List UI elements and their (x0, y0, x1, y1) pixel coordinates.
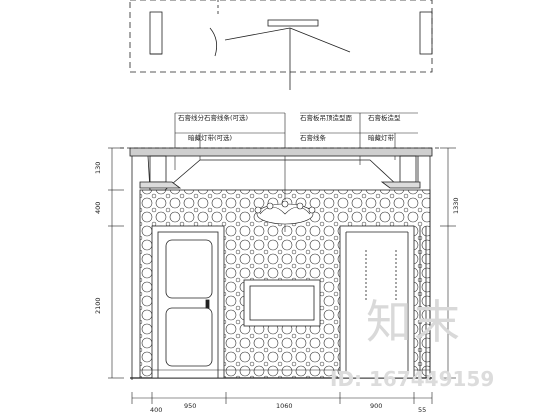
dimension-label: 900 (370, 402, 382, 410)
dimension-label: 130 (94, 162, 102, 174)
dimension-lines-right (440, 147, 456, 379)
annotation-label: 石膏板吊顶造型面 (300, 113, 353, 122)
dimension-label: 1060 (276, 402, 293, 410)
glass-cabinet (339, 225, 427, 379)
wall-frame (243, 279, 321, 327)
watermark-logo: 知末 (366, 295, 462, 349)
annotation-label: 石膏线分石膏线条(可选) (178, 113, 248, 122)
dimension-lines-left (108, 147, 124, 379)
ceiling-plan (129, 0, 433, 90)
annotation-leaders (174, 112, 418, 170)
annotation-label: 暗藏灯带 (368, 133, 395, 142)
dimension-label: 2100 (94, 297, 102, 314)
dimension-label: 55 (418, 406, 426, 414)
door (151, 225, 225, 379)
annotation-label: 暗藏灯带(可选) (188, 133, 232, 142)
dimension-label: 400 (150, 406, 162, 414)
chandelier-icon (254, 156, 316, 232)
ceiling-section (120, 147, 440, 191)
dimension-label: 400 (94, 202, 102, 214)
dimension-label: 1330 (452, 197, 460, 214)
dimension-lines-bottom (131, 392, 433, 404)
watermark-id: ID: 167449159 (330, 367, 494, 391)
dimension-label: 950 (184, 402, 196, 410)
annotation-label: 石膏线条 (300, 133, 327, 142)
annotation-label: 石膏板造型 (368, 113, 401, 122)
